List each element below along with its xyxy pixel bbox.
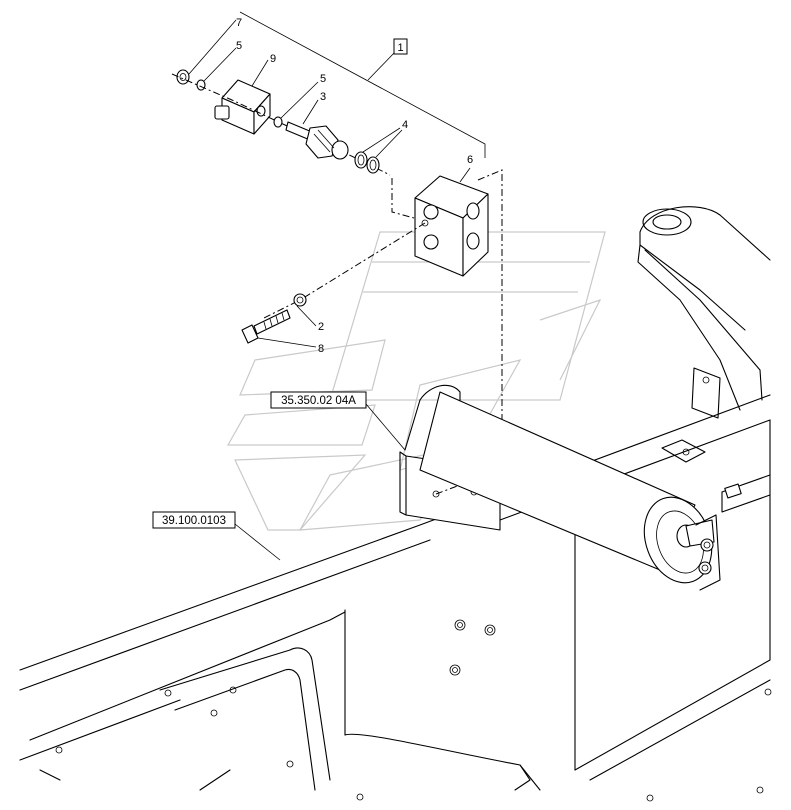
callout-7: 7 <box>236 17 242 29</box>
part-4-orings: 4 <box>354 119 408 174</box>
callout-9: 9 <box>270 53 276 65</box>
watermark-logo <box>226 231 606 531</box>
callout-6: 6 <box>467 154 473 166</box>
callout-5b: 5 <box>320 73 326 85</box>
part-5-washer-b: 5 <box>273 73 326 128</box>
group-label-1: 1 <box>397 42 403 54</box>
part-3-cartridge: 3 <box>285 91 349 160</box>
callout-4: 4 <box>402 119 408 131</box>
callout-5a: 5 <box>236 40 242 52</box>
part-7-nut: 7 <box>176 17 242 85</box>
group-label-box <box>393 38 408 55</box>
hydraulic-cylinder <box>419 391 721 591</box>
reference-b-text: 39.100.0103 <box>162 515 226 527</box>
reference-box-a: 35.350.02 04A <box>270 391 406 451</box>
group-bracket: 1 <box>239 11 486 158</box>
callout-8: 8 <box>318 343 324 355</box>
part-6-manifold: 6 <box>414 154 489 277</box>
part-8-bolt: 8 <box>241 309 324 355</box>
part-9-block: 9 <box>214 53 276 135</box>
part-2-washer: 2 <box>293 293 324 333</box>
callout-2: 2 <box>318 321 324 333</box>
callout-3: 3 <box>320 91 326 103</box>
machine-frame <box>19 206 772 802</box>
reference-a-text: 35.350.02 04A <box>281 395 356 407</box>
frame-holes <box>55 619 772 802</box>
reference-box-b: 39.100.0103 <box>152 511 281 561</box>
